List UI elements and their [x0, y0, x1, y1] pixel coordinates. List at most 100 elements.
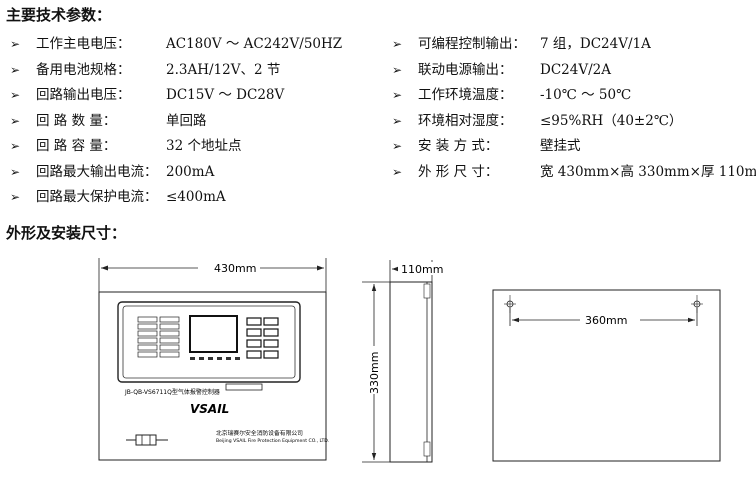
- door-lock: [126, 434, 168, 446]
- panel-key: [137, 323, 158, 330]
- spec-value: 单回路: [166, 112, 207, 129]
- spec-item: ➢ 外 形 尺 寸： 宽 430mm×高 330mm×厚 110mm: [392, 160, 756, 186]
- panel-key: [159, 316, 180, 323]
- panel-key: [246, 328, 262, 337]
- spec-item: ➢ 可编程控制输出： 7 组，DC24V/1A: [392, 32, 756, 58]
- panel-key: [159, 344, 180, 351]
- brand-logo: VSAIL: [190, 402, 229, 416]
- side-view: 110mm 330mm: [362, 260, 443, 463]
- bullet-arrow-icon: ➢: [392, 113, 403, 128]
- spec-label: 外 形 尺 寸：: [418, 163, 499, 180]
- spec-label: 工作主电电压：: [36, 36, 131, 52]
- spec-label: 备用电池规格：: [36, 61, 131, 78]
- spec-label: 回路最大输出电流：: [36, 163, 158, 180]
- spec-value: 32 个地址点: [166, 138, 242, 154]
- bullet-arrow-icon: ➢: [10, 88, 21, 102]
- spec-label: 回路最大保护电流：: [36, 189, 158, 205]
- panel-key: [263, 350, 279, 359]
- spec-value: 7 组，DC24V/1A: [540, 36, 651, 52]
- spec-value: 2.3AH/12V、2 节: [166, 61, 281, 78]
- specs-right-list: ➢ 可编程控制输出： 7 组，DC24V/1A ➢ 联动电源输出： DC24V/2A ➢ 工作…: [392, 32, 756, 185]
- company-name-cn: 北京瑞赛尔安全消防设备有限公司: [216, 429, 303, 437]
- indicator-led: [199, 357, 204, 360]
- panel-key: [246, 350, 262, 359]
- panel-key: [137, 344, 158, 351]
- lcd-screen: [189, 315, 238, 353]
- bullet-arrow-icon: ➢: [10, 62, 21, 77]
- panel-key: [137, 337, 158, 344]
- panel-key: [263, 339, 279, 348]
- spec-item: ➢ 联动电源输出： DC24V/2A: [392, 58, 756, 84]
- bullet-arrow-icon: ➢: [10, 164, 21, 179]
- bullet-arrow-icon: ➢: [392, 164, 403, 179]
- right-key-grid: [246, 317, 279, 359]
- spec-label: 回 路 容 量：: [36, 138, 117, 154]
- spec-item: ➢ 环境相对湿度： ≤95%RH（40±2℃）: [392, 109, 756, 135]
- spec-value: ≤400mA: [166, 189, 226, 205]
- spec-item: ➢ 工作环境温度： -10℃ ～ 50℃: [392, 83, 756, 109]
- indicator-led: [235, 357, 240, 360]
- spec-label: 联动电源输出：: [418, 61, 513, 78]
- spec-value: 宽 430mm×高 330mm×厚 110mm: [540, 163, 756, 180]
- side-depth-label: 110mm: [401, 263, 443, 276]
- indicator-dots: [190, 357, 240, 360]
- panel-key: [137, 316, 158, 323]
- bullet-arrow-icon: ➢: [10, 113, 21, 128]
- dimensions-heading: 外形及安装尺寸：: [6, 224, 127, 242]
- front-width-label: 430mm: [214, 262, 256, 275]
- spec-label: 回路输出电压：: [36, 87, 131, 103]
- bullet-arrow-icon: ➢: [10, 139, 21, 153]
- panel-key: [137, 351, 158, 358]
- spec-value: 壁挂式: [540, 138, 581, 154]
- front-view: 430mm JB-QB-VS6711Q型气体报警控制器 VSAIL 北京瑞赛尔安…: [98, 258, 329, 461]
- spec-item: ➢ 回 路 容 量： 32 个地址点: [10, 134, 342, 160]
- left-key-grid: [137, 316, 180, 358]
- spec-label: 可编程控制输出：: [418, 36, 526, 52]
- panel-key: [263, 328, 279, 337]
- panel-key: [159, 330, 180, 337]
- specs-heading: 主要技术参数：: [6, 6, 112, 24]
- bullet-arrow-icon: ➢: [392, 139, 403, 153]
- mount-spacing-label: 360mm: [585, 314, 627, 327]
- panel-key: [246, 339, 262, 348]
- spec-value: DC24V/2A: [540, 61, 611, 78]
- spec-item: ➢ 回路最大保护电流： ≤400mA: [10, 185, 342, 211]
- panel-key: [159, 337, 180, 344]
- spec-label: 回 路 数 量：: [36, 112, 117, 129]
- indicator-led: [208, 357, 213, 360]
- company-name-en: Beijing VSAIL Fire Protection Equipment …: [216, 438, 329, 444]
- side-height-label: 330mm: [368, 352, 381, 394]
- spec-item: ➢ 安 装 方 式： 壁挂式: [392, 134, 756, 160]
- spec-item: ➢ 回路输出电压： DC15V ～ DC28V: [10, 83, 342, 109]
- spec-value: ≤95%RH（40±2℃）: [540, 112, 683, 129]
- spec-item: ➢ 备用电池规格： 2.3AH/12V、2 节: [10, 58, 342, 84]
- bullet-arrow-icon: ➢: [392, 62, 403, 77]
- spec-value: AC180V ～ AC242V/50HZ: [166, 36, 343, 52]
- indicator-led: [217, 357, 222, 360]
- panel-key: [246, 317, 262, 326]
- spec-value: 200mA: [166, 163, 215, 180]
- back-view: 360mm: [492, 289, 721, 462]
- specs-left-list: ➢ 工作主电电压： AC180V ～ AC242V/50HZ ➢ 备用电池规格： 2.3A…: [10, 32, 342, 211]
- spec-item: ➢ 回路最大输出电流： 200mA: [10, 160, 342, 186]
- mounting-hole-right: [691, 295, 703, 313]
- indicator-led: [190, 357, 195, 360]
- spec-label: 安 装 方 式：: [418, 138, 499, 154]
- spec-value: -10℃ ～ 50℃: [540, 87, 632, 103]
- spec-value: DC15V ～ DC28V: [166, 87, 285, 103]
- bullet-arrow-icon: ➢: [392, 88, 403, 102]
- bullet-arrow-icon: ➢: [10, 190, 21, 204]
- spec-label: 环境相对湿度：: [418, 112, 513, 129]
- spec-label: 工作环境温度：: [418, 87, 513, 103]
- spec-item: ➢工作主电电压：AC180V ～ AC242V/50HZ: [10, 32, 342, 58]
- panel-key: [137, 330, 158, 337]
- panel-key: [263, 317, 279, 326]
- model-label: JB-QB-VS6711Q型气体报警控制器: [124, 388, 220, 396]
- indicator-led: [226, 357, 231, 360]
- panel-key: [159, 323, 180, 330]
- bullet-arrow-icon: ➢: [392, 37, 403, 51]
- cabinet-side: [389, 281, 433, 463]
- spec-item: ➢ 回 路 数 量： 单回路: [10, 109, 342, 135]
- panel-key: [159, 351, 180, 358]
